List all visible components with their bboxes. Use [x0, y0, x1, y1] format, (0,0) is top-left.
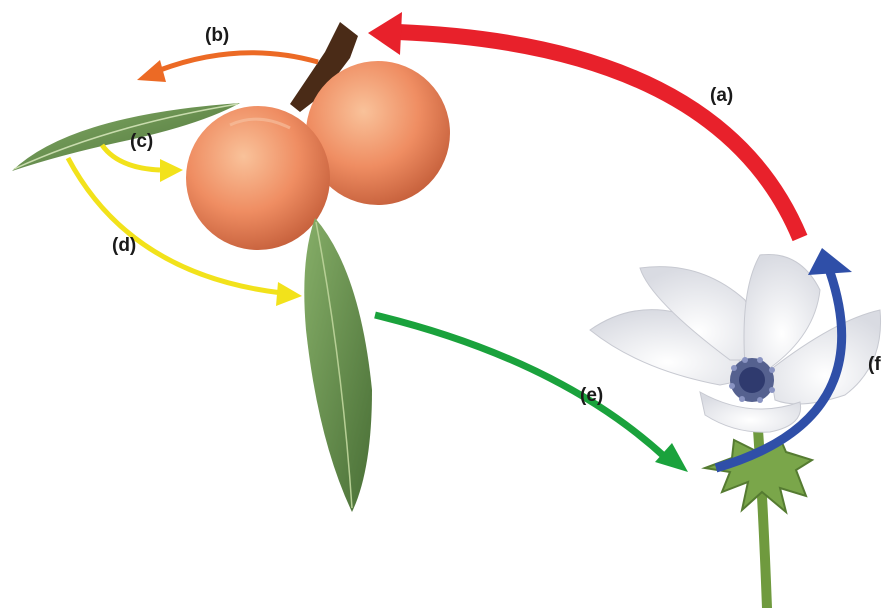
arrow-b — [137, 53, 318, 82]
fruit-left — [186, 106, 330, 250]
label-d: (d) — [112, 235, 136, 256]
label-c: (c) — [130, 131, 153, 152]
label-b: (b) — [205, 25, 229, 46]
label-f: (f — [868, 354, 881, 375]
label-e: (e) — [580, 385, 603, 406]
label-a: (a) — [710, 85, 733, 106]
lower-leaf — [304, 218, 372, 512]
